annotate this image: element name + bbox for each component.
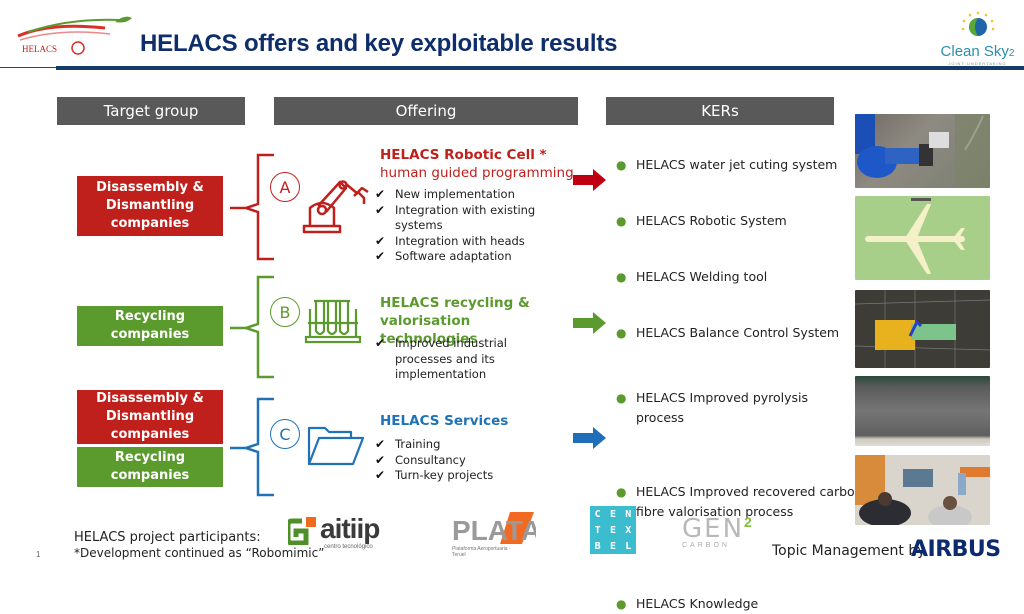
bullet-icon: ● [616, 158, 627, 172]
ker-item: ●HELACS Robotic System [614, 211, 866, 231]
check-icon: ✔ [375, 336, 386, 350]
offering-c-checklist: ✔Training ✔Consultancy ✔Turn-key project… [375, 437, 565, 484]
gen2-logo-sup: 2 [744, 514, 752, 530]
offering-a-checklist: ✔New implementation ✔Integration with ex… [375, 187, 585, 265]
header-rule [56, 66, 1024, 70]
offering-a-subtitle: human guided programming [380, 165, 574, 181]
robot-arm-icon [302, 180, 369, 234]
plata-logo: PLATA Plataforma Aeroportuaria - Teruel [450, 510, 536, 564]
header-rule-thin [0, 67, 60, 68]
check-icon: ✔ [375, 187, 386, 201]
participants-label: HELACS project participants: [74, 530, 261, 545]
folder-icon [307, 426, 365, 466]
clean-sky-emblem-icon [961, 11, 994, 36]
topic-management-label: Topic Management by [772, 543, 926, 559]
bracket-c [230, 397, 274, 497]
helacs-logo-text: HELACS [22, 44, 57, 54]
group-letter-b: B [270, 297, 300, 327]
offering-c-title: HELACS Services [380, 413, 509, 429]
gen2-logo-text: GEN [682, 514, 745, 544]
offering-b-checklist: ✔Improved industrial processes and its i… [375, 336, 565, 383]
plata-logo-text: PLATA [452, 515, 536, 546]
check-icon: ✔ [375, 468, 386, 482]
plata-logo-sub: Plataforma Aeroportuaria - Teruel [452, 546, 511, 558]
bullet-icon: ● [616, 326, 627, 340]
check-item: ✔Turn-key projects [375, 468, 494, 482]
column-header-target-group: Target group [57, 97, 245, 125]
aitiip-logo: aitiip centro tecnológico [288, 513, 398, 555]
clean-sky-tagline: JOINT UNDERTAKING [948, 61, 1007, 66]
arrow-right-icon-a [573, 169, 606, 191]
check-item: ✔Integration with heads [375, 233, 525, 248]
offering-c: HELACS Services [380, 412, 580, 430]
ker-item: ●HELACS Knowledge [614, 594, 866, 614]
ker-item: ●HELACS Balance Control System [614, 323, 866, 343]
check-item: ✔Integration with existing systems [375, 202, 536, 233]
carbon-fibre-sheet-photo [855, 376, 990, 446]
check-item: ✔Consultancy [375, 452, 466, 467]
aircraft-layout-diagram [855, 196, 990, 280]
check-icon: ✔ [375, 233, 386, 248]
page-number: 1 [36, 550, 41, 559]
ker-item: ●HELACS water jet cuting system [614, 155, 866, 175]
airbus-logo: AIRBUS [911, 537, 1001, 562]
check-item: ✔New implementation [375, 187, 515, 201]
offering-a: HELACS Robotic Cell * human guided progr… [380, 146, 580, 182]
gen2-carbon-logo: GEN2 CARBON [682, 514, 782, 554]
check-icon: ✔ [375, 202, 386, 217]
group-letter-a: A [270, 172, 300, 202]
check-item: ✔Improved industrial processes and its i… [375, 336, 507, 381]
column-header-kers: KERs [606, 97, 834, 125]
clean-sky-suffix: 2 [1008, 48, 1015, 59]
helacs-logo: HELACS [10, 14, 135, 56]
ker-item: ●HELACS Improved pyrolysis process [616, 390, 809, 425]
ker-item: ●HELACS Welding tool [614, 267, 866, 287]
target-box-recycling-b: Recycling companies [77, 306, 223, 346]
column-header-offering: Offering [274, 97, 578, 125]
bullet-icon: ● [616, 270, 627, 284]
page-title: HELACS offers and key exploitable result… [140, 30, 618, 57]
bullet-icon: ● [616, 214, 627, 228]
pyrolysis-plant-render [855, 290, 990, 368]
check-icon: ✔ [375, 437, 386, 451]
target-box-disassembly-c: Disassembly & Dismantling companies [77, 390, 223, 444]
test-tubes-icon [304, 299, 362, 344]
group-letter-c: C [270, 419, 300, 449]
target-box-recycling-c: Recycling companies [77, 447, 223, 487]
clean-sky-logo: Clean Sky2 JOINT UNDERTAKING [935, 10, 1020, 66]
bullet-icon: ● [616, 391, 627, 405]
ker-item: ●HELACS Improved recovered carbon fibre … [616, 484, 863, 519]
bracket-b [230, 275, 274, 379]
check-icon: ✔ [375, 452, 386, 467]
bullet-icon: ● [616, 597, 627, 611]
aitiip-logo-mark-icon [288, 517, 316, 545]
footnote: *Development continued as “Robomimic” [74, 546, 325, 560]
check-icon: ✔ [375, 249, 386, 263]
bracket-a [230, 153, 274, 261]
aitiip-logo-text: aitiip [320, 513, 380, 544]
check-item: ✔Training [375, 437, 441, 451]
offering-b: HELACS recycling & valorisation technolo… [380, 294, 580, 348]
offering-a-title: HELACS Robotic Cell * [380, 147, 547, 163]
arrow-right-icon-c [573, 427, 606, 449]
robot-waterjet-photo [855, 114, 990, 188]
aitiip-logo-sub: centro tecnológico [324, 544, 373, 550]
gen2-logo-sub: CARBON [682, 542, 730, 549]
arrow-right-icon-b [573, 312, 606, 334]
target-box-disassembly-a: Disassembly & Dismantling companies [77, 176, 223, 236]
training-session-photo [855, 455, 990, 525]
offering-b-title: HELACS recycling & valorisation technolo… [380, 295, 530, 347]
bullet-icon: ● [616, 485, 627, 499]
clean-sky-text: Clean Sky [940, 43, 1009, 60]
check-item: ✔Software adaptation [375, 249, 512, 263]
